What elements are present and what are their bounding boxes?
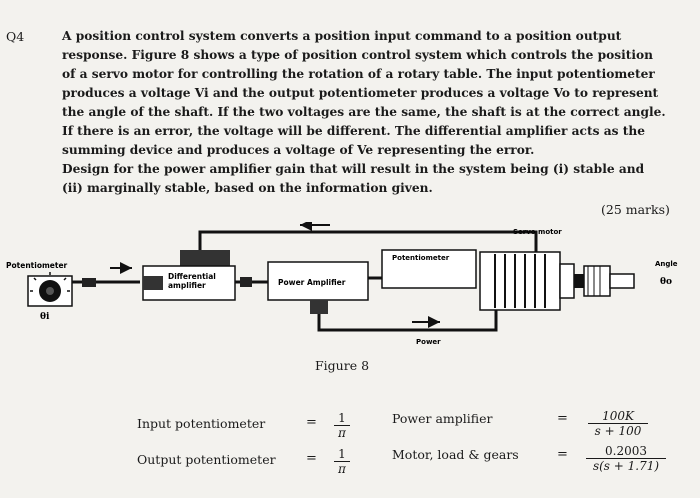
equals-sign: = [306, 451, 317, 466]
question-line: Design for the power amplifier gain that… [62, 162, 645, 176]
fraction-numerator: 1 [334, 447, 350, 462]
input-potentiometer-label: Potentiometer [6, 261, 68, 270]
fraction-denominator: s + 100 [594, 424, 642, 438]
input-potentiometer-tf: 1 π [334, 411, 350, 440]
question-line: the angle of the shaft. If the two volta… [62, 105, 666, 119]
question-line: (ii) marginally stable, based on the inf… [62, 181, 433, 195]
figure-caption: Figure 8 [315, 358, 370, 373]
motor-load-gears-tf-label: Motor, load & gears [392, 447, 519, 462]
feedback-wire [198, 230, 538, 252]
output-potentiometer-tf: 1 π [334, 447, 350, 476]
differential-amplifier-block [142, 250, 236, 301]
question-number: Q4 [6, 29, 25, 44]
input-potentiometer-tf-label: Input potentiometer [137, 416, 266, 431]
fraction-numerator: 100K [588, 409, 648, 424]
figure-8-diagram: Potentiometer θi Differential amplifier … [6, 222, 678, 346]
servo-motor-icon [479, 251, 584, 311]
motor-load-gears-tf: 0.2003 s(s + 1.71) [586, 444, 666, 473]
fraction-numerator: 0.2003 [586, 444, 666, 459]
question-line: of a servo motor for controlling the rot… [62, 67, 655, 81]
theta-i-label: θi [40, 312, 50, 322]
question-line: response. Figure 8 shows a type of posit… [62, 48, 654, 62]
fraction-denominator: π [338, 426, 346, 440]
marks-label: (25 marks) [601, 202, 670, 217]
power-amplifier-label: Power Amplifier [278, 278, 346, 287]
fraction-denominator: π [338, 462, 346, 476]
servo-motor-label: Servo motor [513, 228, 562, 236]
rotary-table-icon [583, 265, 635, 297]
output-potentiometer-block [381, 249, 477, 289]
power-amplifier-tf: 100K s + 100 [588, 409, 648, 438]
angle-label: Angle [655, 260, 678, 268]
equals-sign: = [557, 411, 568, 426]
question-line: A position control system converts a pos… [62, 29, 622, 43]
input-potentiometer-icon [27, 272, 73, 307]
equals-sign: = [557, 447, 568, 462]
question-line: produces a voltage Vi and the output pot… [62, 86, 659, 100]
output-potentiometer-label: Potentiometer [392, 254, 450, 262]
power-label: Power [416, 338, 441, 346]
fraction-denominator: s(s + 1.71) [592, 459, 660, 473]
question-text: A position control system converts a pos… [62, 27, 674, 198]
equals-sign: = [306, 415, 317, 430]
question-line: If there is an error, the voltage will b… [62, 124, 645, 138]
differential-amplifier-label-1: Differential [168, 272, 216, 281]
fraction-numerator: 1 [334, 411, 350, 426]
power-amplifier-block [267, 261, 369, 314]
question-line: summing device and produces a voltage of… [62, 143, 535, 157]
output-potentiometer-tf-label: Output potentiometer [137, 452, 276, 467]
differential-amplifier-label-2: amplifier [168, 281, 206, 290]
theta-o-label: θo [660, 277, 672, 287]
power-amplifier-tf-label: Power amplifier [392, 411, 493, 426]
power-wire [317, 300, 498, 332]
